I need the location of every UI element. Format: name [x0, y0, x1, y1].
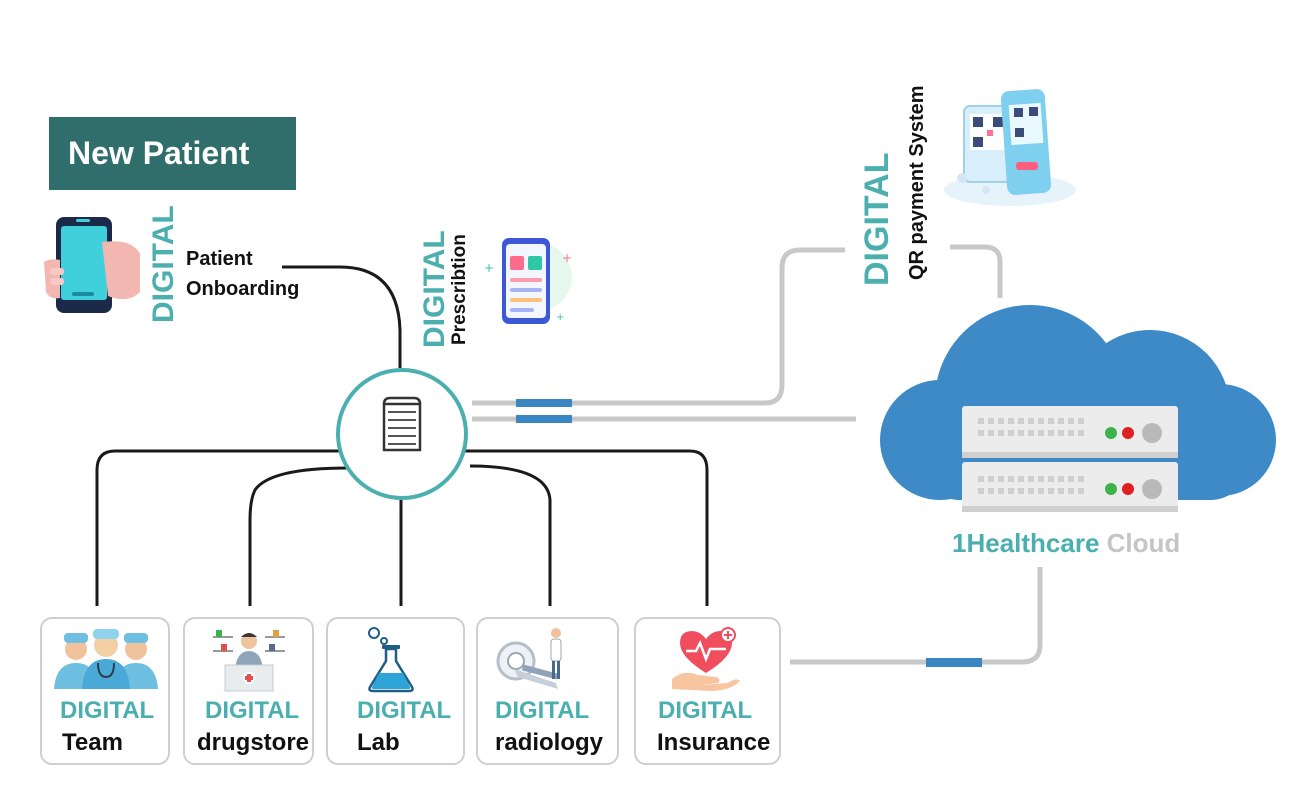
hub-document-icon — [336, 368, 468, 500]
module-card-lab[interactable]: DIGITAL Lab — [326, 617, 465, 765]
cloud-server — [880, 305, 1276, 512]
module-card-insurance[interactable]: DIGITAL Insurance — [634, 617, 781, 765]
prescription-digital-label: DIGITAL — [418, 230, 451, 348]
onboarding-line2: Onboarding — [186, 278, 300, 300]
qr-label: QR payment System — [906, 85, 928, 280]
module-insurance-digital: DIGITAL — [658, 697, 753, 724]
module-card-drugstore[interactable]: DIGITAL drugstore — [183, 617, 314, 765]
banner-title: New Patient — [68, 135, 250, 171]
server-icon — [962, 406, 1178, 512]
module-card-radiology[interactable]: DIGITAL radiology — [476, 617, 619, 765]
module-card-team[interactable]: DIGITAL Team — [40, 617, 170, 765]
svg-text:+: + — [556, 312, 564, 323]
prescription-app-icon: + + + — [484, 238, 572, 324]
module-radiology-digital: DIGITAL — [495, 697, 590, 724]
module-radiology-name: radiology — [495, 729, 604, 756]
new-patient-banner: New Patient — [49, 117, 296, 190]
onboarding-line1: Patient — [186, 248, 253, 270]
module-team-name: Team — [62, 729, 123, 756]
medical-team-icon — [54, 629, 158, 689]
module-lab-name: Lab — [357, 729, 400, 756]
module-team-digital: DIGITAL — [60, 697, 155, 724]
cloud-name-part1: 1Healthcare — [952, 528, 1100, 558]
phone-hand-icon — [44, 217, 140, 313]
onboarding-digital-label: DIGITAL — [147, 205, 180, 323]
heart-hand-icon — [672, 627, 740, 691]
cloud-name-part2: Cloud — [1106, 528, 1181, 558]
module-drugstore-name: drugstore — [197, 729, 310, 756]
qr-phone-icon — [944, 89, 1076, 206]
module-lab-digital: DIGITAL — [357, 697, 452, 724]
pharmacist-icon — [213, 630, 285, 692]
radiology-scanner-icon — [496, 628, 562, 689]
cloud-title: 1Healthcare Cloud — [952, 528, 1180, 559]
svg-text:+: + — [484, 261, 494, 275]
svg-text:+: + — [562, 251, 572, 265]
qr-digital-label: DIGITAL — [858, 152, 896, 286]
module-insurance-name: Insurance — [657, 729, 771, 756]
prescription-label: Prescribtion — [449, 234, 470, 345]
module-drugstore-digital: DIGITAL — [205, 697, 300, 724]
lab-flask-icon — [368, 627, 414, 693]
